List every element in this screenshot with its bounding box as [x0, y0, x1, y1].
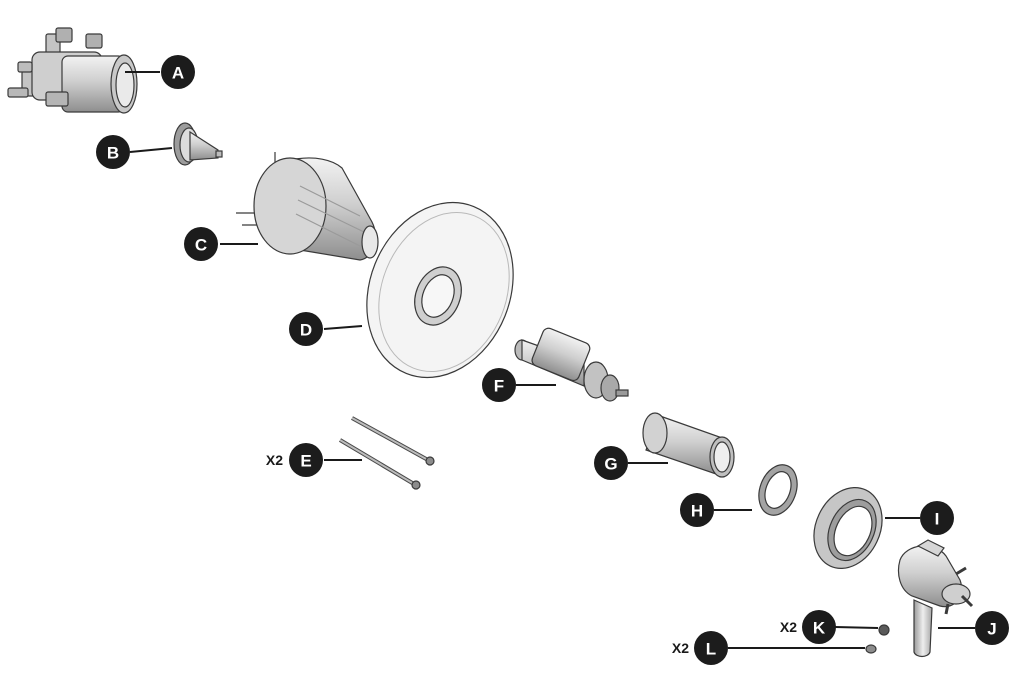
callout-i-badge [920, 501, 954, 535]
callout-j-letter: J [987, 620, 996, 639]
callout-f-letter: F [494, 377, 504, 396]
callout-c-badge [184, 227, 218, 261]
callout-d: D [289, 312, 323, 346]
callout-d-letter: D [300, 321, 312, 340]
callout-j-badge [975, 611, 1009, 645]
callout-c-letter: C [195, 236, 207, 255]
part-e-screws [338, 416, 435, 490]
callout-j: J [975, 611, 1009, 645]
callout-g-badge [594, 446, 628, 480]
part-d-trim-plate [366, 201, 514, 379]
callout-l-badge [694, 631, 728, 665]
callout-g: G [594, 446, 628, 480]
callout-e-quantity: X2 [266, 452, 283, 468]
callout-k-quantity: X2 [780, 619, 797, 635]
part-a-valve-body [7, 27, 138, 114]
callout-e-letter: E [300, 452, 311, 471]
callout-a: A [161, 55, 195, 89]
part-f-cartridge [514, 327, 629, 402]
leader-lines [125, 71, 975, 649]
callout-f: F [482, 368, 516, 402]
callout-d-badge [289, 312, 323, 346]
part-c-plaster-guard [236, 152, 379, 261]
callout-a-badge [161, 55, 195, 89]
callout-i-letter: I [935, 510, 940, 529]
callout-k-badge [802, 610, 836, 644]
callout-c: C [184, 227, 218, 261]
callout-b-letter: B [107, 144, 119, 163]
callout-h-badge [680, 493, 714, 527]
callout-l: X2 L [672, 631, 728, 665]
callout-l-quantity: X2 [672, 640, 689, 656]
callout-e-badge [289, 443, 323, 477]
callout-h: H [680, 493, 714, 527]
part-b-cartridge-insert [173, 122, 223, 166]
part-k-set-screw [878, 624, 890, 636]
part-i-lock-nut [813, 487, 883, 569]
callout-h-letter: H [691, 502, 703, 521]
part-g-sleeve [642, 412, 735, 478]
callout-i: I [920, 501, 954, 535]
part-l-set-screw [865, 644, 877, 654]
part-h-ring [758, 464, 798, 516]
callout-b: B [96, 135, 130, 169]
callout-e: X2 E [266, 443, 323, 477]
callout-k: X2 K [780, 610, 836, 644]
callout-l-letter: L [706, 640, 716, 659]
callout-f-badge [482, 368, 516, 402]
part-j-handle [897, 539, 974, 658]
callout-k-letter: K [813, 619, 826, 638]
callout-b-badge [96, 135, 130, 169]
callout-a-letter: A [172, 64, 184, 83]
callout-g-letter: G [604, 455, 617, 474]
